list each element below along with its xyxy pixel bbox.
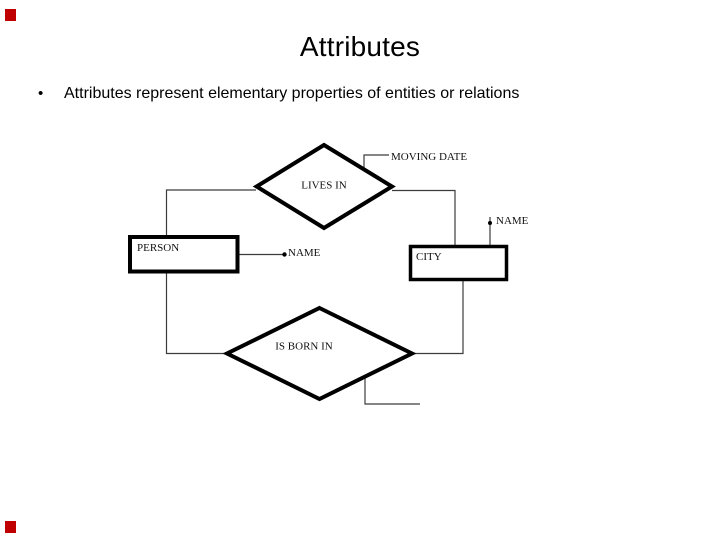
- red-edge-marker-top: [5, 9, 16, 21]
- city-entity-box: [408, 244, 509, 282]
- person-name-attribute-label: NAME: [288, 247, 321, 259]
- connector-person-isbornin: [165, 273, 227, 355]
- connector-lines: [165, 154, 491, 405]
- is-born-in-relation-diamond: [222, 305, 417, 402]
- city-name-attribute-dot: [488, 221, 492, 225]
- is-born-in-relation-label: IS BORN IN: [275, 340, 333, 353]
- bullet-text: Attributes represent elementary properti…: [64, 85, 520, 102]
- connector-person-livesin: [165, 189, 256, 236]
- city-entity-label: CITY: [416, 251, 442, 263]
- bullet-dot: •: [38, 85, 44, 102]
- slide-title: Attributes: [299, 31, 421, 62]
- lives-in-relation-diamond: [252, 142, 396, 231]
- person-name-attribute-dot: [282, 252, 287, 257]
- connector-livesin-city: [392, 189, 456, 245]
- lives-in-relation-label: LIVES IN: [301, 179, 347, 192]
- person-entity-label: PERSON: [137, 242, 180, 254]
- person-entity-box: [128, 235, 240, 274]
- connector-movingdate-attribute: [363, 154, 389, 170]
- connector-city-isbornin: [412, 281, 464, 355]
- connector-isbornin-attribute-stub: [364, 370, 420, 405]
- moving-date-attribute-label: MOVING DATE: [391, 151, 468, 163]
- red-edge-marker-bottom: [5, 521, 16, 533]
- bullet-item: • Attributes represent elementary proper…: [38, 84, 678, 104]
- city-name-attribute-label: NAME: [496, 215, 529, 227]
